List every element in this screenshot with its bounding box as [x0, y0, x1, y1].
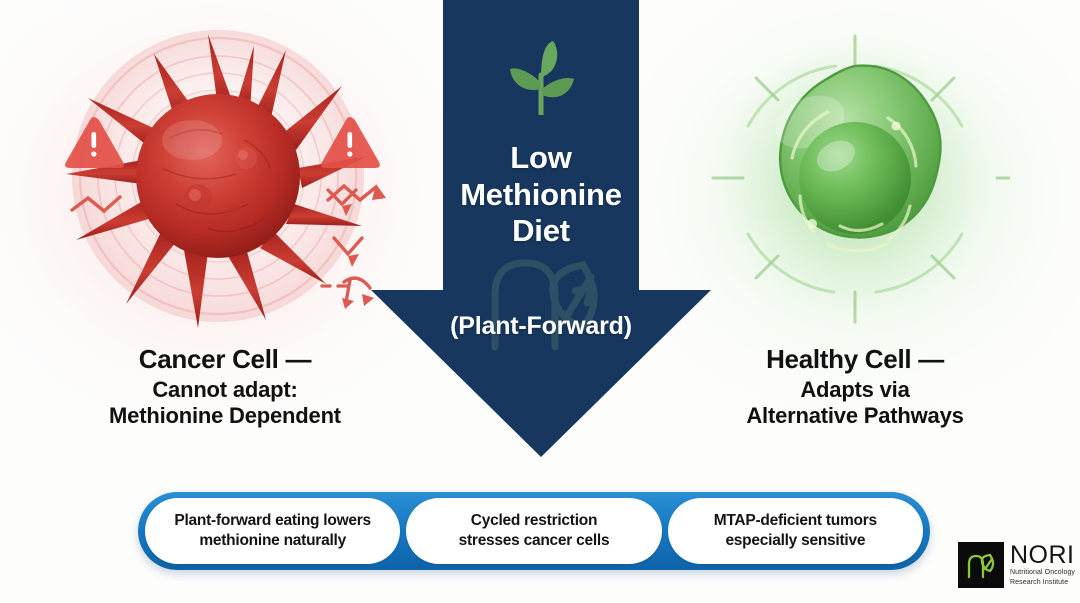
arrow-subtitle: (Plant-Forward) — [450, 311, 632, 340]
fact-line-2: methionine naturally — [199, 532, 346, 549]
nori-leaf-logo-icon — [958, 542, 1004, 588]
fact-line-2: especially sensitive — [725, 532, 866, 549]
fact-line-1: Cycled restriction — [470, 512, 598, 530]
arrow-title-line-2: Methionine — [460, 176, 622, 212]
cell-nucleus-icon — [799, 122, 911, 234]
cancer-caption-line-2: Cannot adapt: — [152, 376, 298, 402]
nori-logo: NORI Nutritional Oncology Research Insti… — [958, 537, 1076, 593]
fact-line-2: stresses cancer cells — [458, 532, 610, 549]
fact-pill: MTAP-deficient tumors especially sensiti… — [667, 498, 923, 564]
healthy-cell-illustration — [700, 28, 1029, 330]
branching-arrow-icon — [320, 188, 374, 309]
arrow-title: Low Methionine Diet — [371, 140, 711, 250]
arrow-text-block: Low Methionine Diet (Plant-Forward) — [371, 0, 711, 341]
healthy-cell-caption: Healthy Cell — Adapts via Alternative Pa… — [672, 344, 1038, 429]
arrow-title-line-3: Diet — [512, 213, 570, 249]
healthy-caption-line-2: Adapts via — [800, 376, 910, 402]
healthy-caption-heading: Healthy Cell — — [766, 344, 944, 374]
nori-wordmark: NORI — [1010, 541, 1075, 570]
nori-subtitle-line-2: Research Institute — [1010, 578, 1069, 586]
fact-line-1: Plant-forward eating lowers — [174, 512, 371, 530]
cancer-caption-heading: Cancer Cell — — [138, 344, 312, 374]
fact-pill: Plant-forward eating lowers methionine n… — [145, 498, 401, 564]
nori-text-block: NORI Nutritional Oncology Research Insti… — [1010, 543, 1075, 586]
declining-zigzag-arrow-icon — [372, 184, 386, 200]
fact-line-1: MTAP-deficient tumors — [713, 512, 878, 530]
cancer-cell-illustration — [58, 28, 388, 338]
warning-triangle-icon — [65, 117, 124, 168]
arrow-title-line-1: Low — [510, 140, 572, 175]
fact-pill: Cycled restriction stresses cancer cells — [406, 498, 662, 564]
nori-leaf-watermark-icon — [491, 259, 598, 351]
warning-triangle-icon — [321, 117, 380, 168]
arrow-shape — [371, 0, 711, 457]
healthy-caption-line-3: Alternative Pathways — [746, 402, 964, 428]
cancer-caption-line-3: Methionine Dependent — [109, 402, 341, 428]
low-methionine-diet-arrow: Low Methionine Diet (Plant-Forward) — [371, 0, 711, 457]
nori-subtitle-line-1: Nutritional Oncology — [1010, 569, 1076, 577]
sprout-leaf-icon — [510, 41, 574, 118]
cancer-cell-caption: Cancer Cell — Cannot adapt: Methionine D… — [42, 344, 408, 429]
key-facts-bar: Plant-forward eating lowers methionine n… — [138, 492, 930, 570]
